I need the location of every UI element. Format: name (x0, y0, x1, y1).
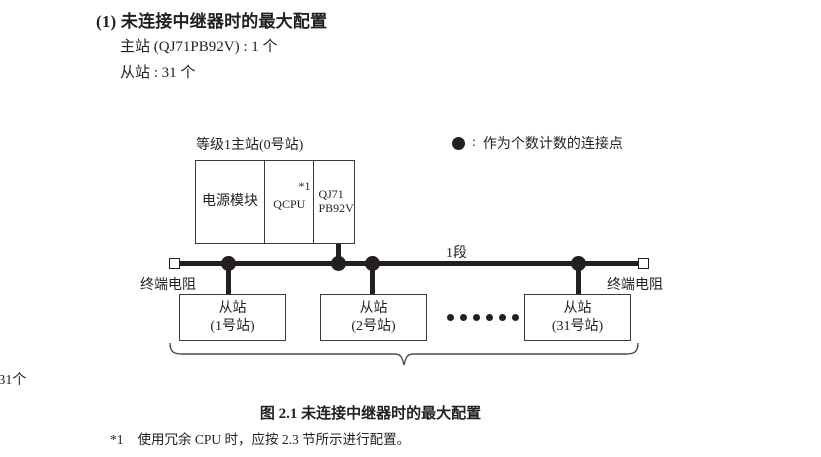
slave-station-box-2: 从站 (2号站) (320, 294, 427, 341)
connection-node-dot (331, 256, 346, 271)
footnote-marker: *1 (298, 179, 311, 193)
slave-group-brace (168, 342, 640, 367)
terminating-resistor-right-icon (638, 258, 649, 269)
slave-31-label-line1: 从站 (563, 301, 592, 316)
ellipsis-dots-icon (447, 314, 519, 321)
master-station-count-line: 主站 (QJ71PB92V) : 1 个 (120, 39, 278, 55)
ellipsis-dot (447, 314, 454, 321)
ellipsis-dot (460, 314, 467, 321)
slave-station-count-line: 从站 : 31 个 (120, 65, 196, 81)
legend: : 作为个数计数的连接点 (452, 133, 623, 153)
slave-group-brace-text: 从站:31个 (0, 373, 27, 388)
footnote-mark: *1 (110, 432, 124, 447)
slave-31-label-line2: (31号站) (551, 318, 604, 334)
brace-shape-icon (169, 342, 639, 366)
master-drop-cable (336, 244, 341, 262)
power-supply-module-cell: 电源模块 (196, 161, 266, 243)
ellipsis-dot (499, 314, 506, 321)
section-heading: (1) 未连接中继器时的最大配置 (96, 12, 328, 31)
bus-trunk-line (176, 261, 642, 266)
ellipsis-dot (486, 314, 493, 321)
power-supply-module-label: 电源模块 (202, 193, 259, 209)
master-station-label: 等级1主站(0号站) (196, 138, 304, 153)
slave-1-drop-cable (226, 264, 231, 295)
network-module-cell: QJ71 PB92V (314, 161, 354, 243)
network-module-label-line2: PB92V (318, 201, 354, 215)
legend-colon: : (472, 135, 476, 150)
slave-2-drop-cable (370, 264, 375, 295)
filled-circle-icon (452, 136, 465, 150)
slave-2-label-line2: (2号站) (351, 318, 396, 334)
ellipsis-dot (473, 314, 480, 321)
slave-2-label-line1: 从站 (359, 301, 388, 316)
footnote-text: 使用冗余 CPU 时，应按 2.3 节所示进行配置。 (137, 432, 411, 447)
figure-caption-text: 图 2.1 未连接中继器时的最大配置 (259, 406, 482, 422)
master-station-rack: 电源模块 QCPU *1 QJ71 PB92V (195, 160, 355, 244)
slave-1-label-line2: (1号站) (210, 318, 255, 334)
slave-1-label-line1: 从站 (218, 301, 247, 316)
connection-node-dot (571, 256, 586, 271)
slave-group-brace-label: 从站:31个 (0, 369, 821, 389)
network-module-label-line1: QJ71 (318, 187, 344, 202)
terminating-resistor-left-icon (169, 258, 180, 269)
terminating-resistor-left-label: 终端电阻 (140, 278, 196, 293)
cpu-module-label: QCPU (273, 197, 306, 212)
figure-caption: 图 2.1 未连接中继器时的最大配置 (0, 402, 821, 423)
ellipsis-dot (512, 314, 519, 321)
slave-station-box-31: 从站 (31号站) (524, 294, 631, 341)
segment-label: 1段 (446, 246, 467, 261)
slave-station-box-1: 从站 (1号站) (179, 294, 286, 341)
connection-node-dot (365, 256, 380, 271)
terminating-resistor-right-label: 终端电阻 (607, 278, 663, 293)
connection-node-dot (221, 256, 236, 271)
cpu-module-cell: QCPU *1 (265, 161, 315, 243)
legend-label: 作为个数计数的连接点 (482, 137, 623, 152)
footnote: *1 使用冗余 CPU 时，应按 2.3 节所示进行配置。 (110, 428, 410, 448)
slave-31-drop-cable (576, 264, 581, 295)
